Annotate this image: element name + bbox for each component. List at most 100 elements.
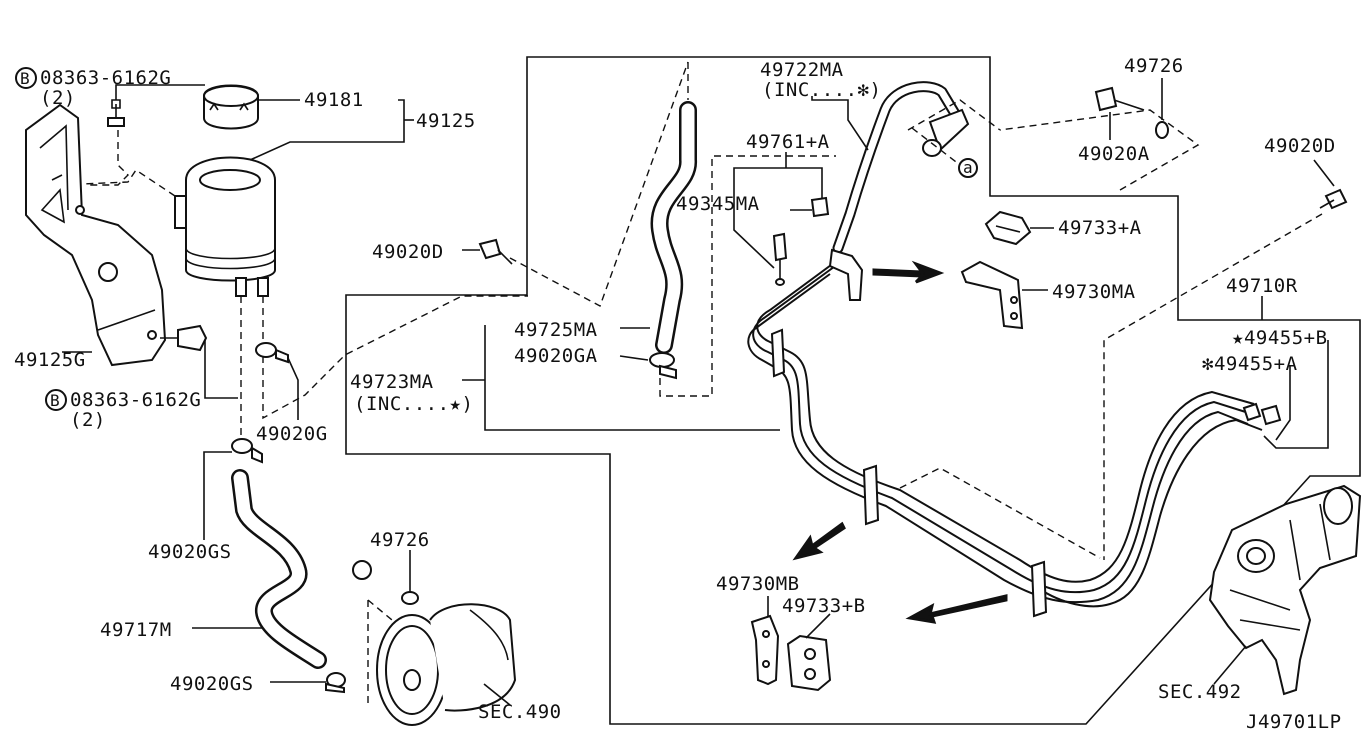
bolt-top-guide [86, 130, 129, 186]
tube-line-4 [1037, 418, 1263, 608]
reservoir-tank [174, 156, 276, 297]
return-clamp-guide [659, 155, 836, 397]
hose-group-frame [345, 56, 1361, 725]
bolt-bottom-qty: (2) [70, 409, 106, 431]
oring-b-label: ★49455+B [1232, 327, 1328, 349]
pump-label: SEC.490 [478, 701, 562, 723]
suction-hose-inner [233, 471, 325, 667]
switch-asm-label: 49761+A [746, 131, 830, 153]
clamp-gs-top-label: 49020GS [148, 541, 232, 563]
tube-guide [899, 467, 1101, 559]
clamp-gs-bottom [325, 672, 346, 694]
steering-gear [1208, 484, 1362, 696]
reservoir-bracket-guide [81, 169, 176, 197]
return-hose-label: 49725MA [514, 319, 598, 341]
arrow-right [872, 260, 945, 284]
reservoir-cap [203, 84, 259, 130]
a-marker-circle [958, 158, 978, 178]
arrow-down-left-1 [792, 521, 846, 561]
suction-hose-label: 49717M [100, 619, 172, 641]
power-steering-pump [376, 603, 517, 726]
grommet-b-leader [805, 613, 831, 639]
bolt-d-right-guide [1103, 213, 1323, 560]
b-marker-top-circle [15, 67, 37, 89]
clamp-g-leader [287, 357, 299, 420]
return-clamp [649, 352, 677, 380]
pressure-hose-inner [834, 83, 958, 252]
bolt-d-mid-label: 49020D [372, 241, 444, 263]
grommet-b [786, 634, 832, 692]
clamp-g-label: 49020G [256, 423, 328, 445]
switch-label: 49345MA [676, 193, 760, 215]
tube-fitting-upper [1242, 402, 1262, 422]
pressure-hose-guide [907, 99, 1001, 166]
clip-b [750, 614, 780, 686]
oring-a-leader [1275, 366, 1291, 441]
gear-leader [1213, 645, 1247, 685]
clamp-g [255, 342, 289, 364]
tube-line-upper [756, 253, 1255, 583]
clamp-gs-top-leader [203, 451, 232, 540]
bolt-top-leader [115, 84, 205, 100]
gear-label: SEC.492 [1158, 681, 1242, 703]
tube-clip-1 [770, 328, 786, 378]
pressure-hose-label: 49722MA [760, 59, 844, 81]
bolt-d-guide [509, 61, 689, 307]
pressure-hose-leader [811, 96, 869, 151]
pressure-hose-eye [922, 139, 942, 157]
return-clamp-label: 49020GA [514, 345, 598, 367]
b-marker-bottom: B [50, 391, 60, 410]
bolt-bottom-leader [204, 340, 238, 399]
grommet-b-label: 49733+B [782, 595, 866, 617]
a-marker: a [963, 158, 973, 177]
return-hose-inner [653, 103, 695, 352]
bolt-top-qty: (2) [40, 87, 76, 109]
b-marker-top: B [20, 69, 30, 88]
reservoir-leader [249, 99, 405, 161]
pump-leader [483, 683, 511, 706]
tube-clip-3 [1030, 560, 1048, 618]
oring-a-label: ✻49455+A [1202, 353, 1298, 375]
pump-guide [367, 599, 393, 708]
tube-clip-2 [862, 464, 880, 526]
clip-a [960, 260, 1024, 330]
tube-bracket-upper [828, 248, 864, 301]
oring-b-leader [1263, 340, 1329, 449]
eye-bolt-label: 49020A [1078, 143, 1150, 165]
clip-a-label: 49730MA [1052, 281, 1136, 303]
hose-asm-inc: (INC....★) [354, 393, 473, 415]
reference-code: J49701LP [1246, 711, 1342, 733]
reservoir-label: 49125 [416, 110, 476, 132]
pressure-hose-inc: (INC....✻) [762, 79, 881, 101]
clip-b-label: 49730MB [716, 573, 800, 595]
b-marker-bottom-circle [45, 389, 67, 411]
pump-washer-loose [352, 560, 372, 580]
grommet-a [984, 210, 1032, 246]
clamp-gs-bottom-label: 49020GS [170, 673, 254, 695]
pressure-switch [772, 196, 830, 286]
bolt-d-right [1319, 188, 1348, 210]
tube-fitting-lower [1260, 404, 1282, 426]
top-washer-label: 49726 [1124, 55, 1184, 77]
pump-washer-label: 49726 [370, 529, 430, 551]
bolt-d-right-leader [1313, 159, 1335, 187]
bolt-d-right-label: 49020D [1264, 135, 1336, 157]
tube-asm-label: 49710R [1226, 275, 1298, 297]
pressure-hose [832, 81, 960, 254]
tube-line-lower [747, 273, 1249, 604]
clamp-gs-top [231, 438, 263, 464]
return-clamp-leader [619, 355, 649, 361]
grommet-a-label: 49733+A [1058, 217, 1142, 239]
reservoir-return-guide [262, 295, 528, 420]
pump-washer [401, 591, 419, 605]
bolt-bottom [160, 324, 208, 352]
bracket-label: 49125G [14, 349, 86, 371]
bolt-d-mid [478, 238, 513, 265]
bolt-top [107, 99, 125, 127]
bolt-bottom-label: 08363-6162G [70, 389, 201, 411]
hose-asm-label: 49723MA [350, 371, 434, 393]
eye-bolt [1094, 86, 1145, 112]
bolt-top-label: 08363-6162G [40, 67, 171, 89]
switch-asm-leader [733, 152, 823, 269]
